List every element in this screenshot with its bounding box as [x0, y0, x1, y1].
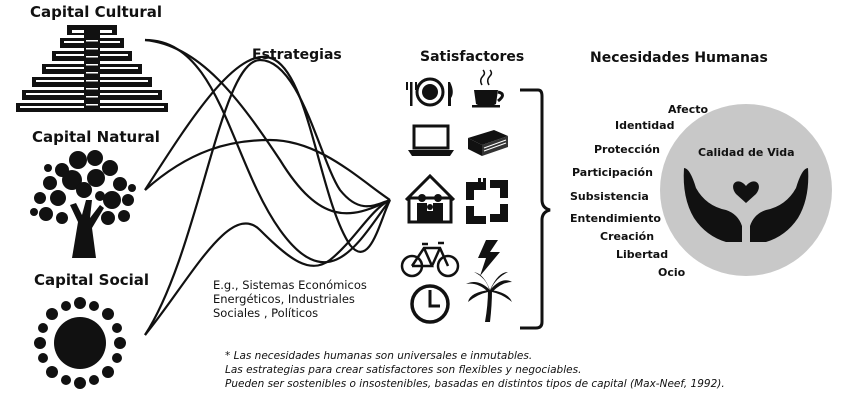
strategies-heading: Estrategias	[252, 47, 342, 63]
palm-tree-icon	[466, 272, 512, 322]
examples-line-1: E.g., Sistemas Económicos	[213, 278, 367, 292]
need-subsistencia: Subsistencia	[570, 190, 649, 203]
bracket	[520, 88, 551, 330]
lightning-icon	[478, 240, 500, 276]
note-line-2: Las estrategias para crear satisfactores…	[225, 364, 582, 376]
need-creacion: Creación	[600, 230, 655, 243]
coffee-cup-icon	[472, 69, 504, 108]
capital-natural-label: Capital Natural	[32, 128, 160, 146]
hands-circle-icon	[466, 178, 508, 224]
plate-cutlery-icon	[406, 77, 453, 107]
quality-of-life-label: Calidad de Vida	[698, 146, 795, 159]
laptop-icon	[408, 124, 454, 156]
examples-line-3: Sociales , Políticos	[213, 306, 319, 320]
need-ocio: Ocio	[658, 266, 686, 279]
clock-icon	[410, 284, 450, 324]
needs-heading: Necesidades Humanas	[590, 50, 768, 66]
strategy-curves	[144, 38, 391, 336]
cupped-hands-heart-icon	[683, 168, 809, 242]
note-line-3: Pueden ser sostenibles o insostenibles, …	[225, 378, 725, 390]
need-participacion: Participación	[572, 166, 653, 179]
capital-social-label: Capital Social	[34, 271, 150, 289]
need-afecto: Afecto	[668, 103, 709, 116]
pyramid-icon	[16, 25, 168, 112]
examples-line-2: Energéticos, Industriales	[213, 292, 355, 306]
book-icon	[468, 130, 508, 156]
bicycle-icon	[400, 241, 460, 278]
family-house-icon	[404, 173, 456, 224]
note-line-1: * Las necesidades humanas son universale…	[225, 350, 533, 362]
community-icon	[34, 297, 126, 389]
need-libertad: Libertad	[616, 248, 669, 261]
capital-cultural-label: Capital Cultural	[30, 3, 163, 21]
need-proteccion: Protección	[594, 143, 660, 156]
satisfiers-heading: Satisfactores	[420, 49, 525, 65]
need-identidad: Identidad	[615, 119, 675, 132]
tree-icon	[30, 150, 136, 258]
need-entendimiento: Entendimiento	[570, 212, 661, 225]
